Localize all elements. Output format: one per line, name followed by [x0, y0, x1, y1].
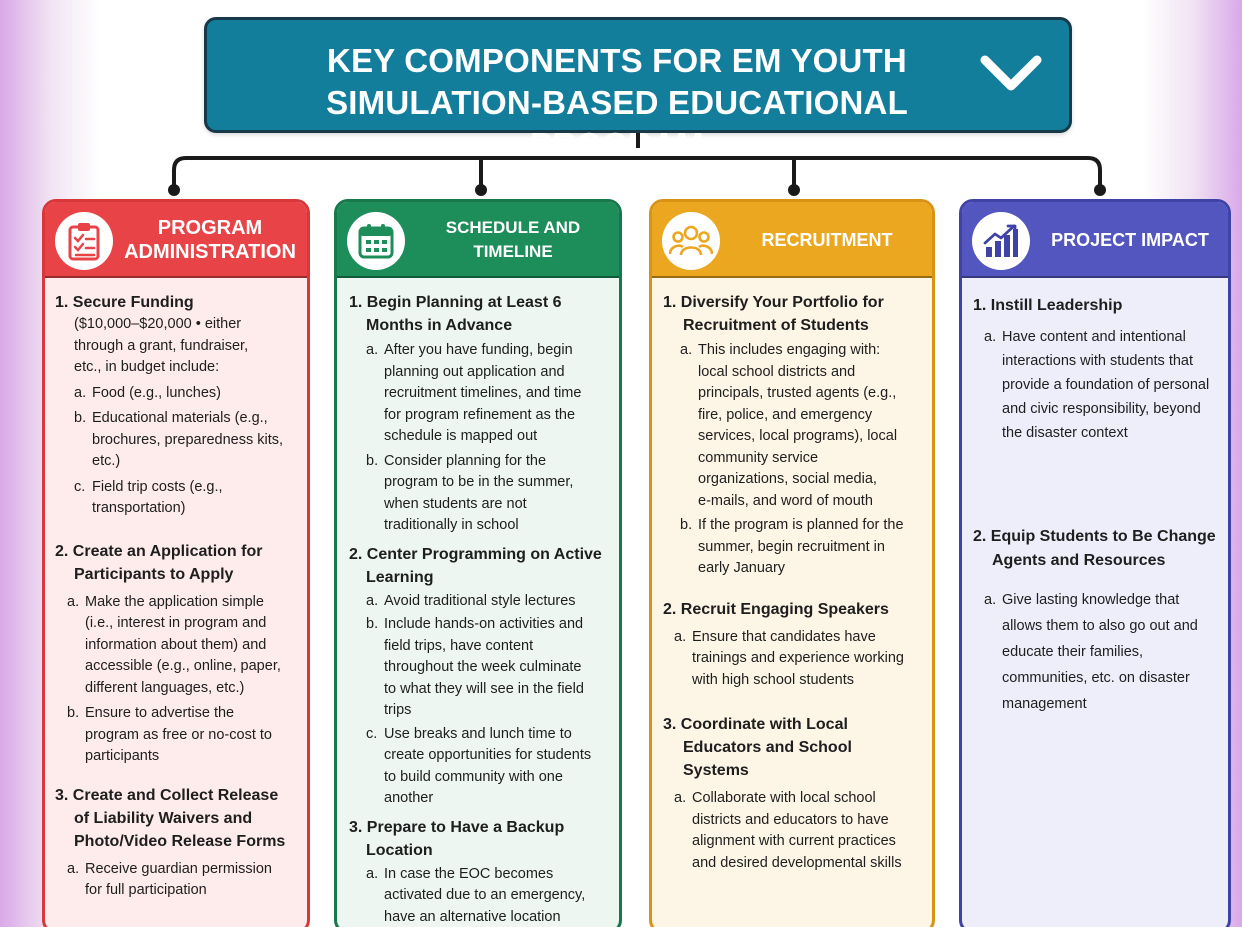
card-header: PROJECT IMPACT — [962, 202, 1228, 278]
sub-item: a. Make the application simple(i.e., int… — [67, 593, 281, 696]
page-title: KEY COMPONENTS FOR EM YOUTH SIMULATION-B… — [237, 40, 997, 166]
sub-item: b. Educational materials (e.g.,brochures… — [74, 410, 284, 469]
card-header: PROGRAM ADMINISTRATION — [45, 202, 307, 278]
sub-item: a. This includes engaging with:local sch… — [680, 342, 898, 509]
card-title: SCHEDULE AND TIMELINE — [445, 218, 581, 261]
item-heading: 3. Prepare to Have a Backup Location — [349, 818, 565, 859]
item-heading: 1. Begin Planning at Least 6 Months in A… — [349, 294, 562, 334]
card-header: RECRUITMENT — [652, 202, 932, 278]
chevron-down-icon[interactable] — [979, 54, 1043, 94]
card-title: PROJECT IMPACT — [1051, 230, 1209, 250]
item-heading: 3. Create and Collect Release of Liabili… — [55, 786, 286, 850]
growth-chart-icon — [972, 212, 1030, 270]
item-heading: 2. Equip Students to Be Change Agents an… — [973, 528, 1216, 569]
item-detail: ($10,000–$20,000 • either through a gran… — [74, 316, 249, 375]
recruitment-card: RECRUITMENT 1. Diversify Your Portfolio … — [649, 199, 935, 927]
card-title: PROGRAM ADMINISTRATION — [119, 202, 301, 278]
title-line-2: SIMULATION-BASED EDUCATIONAL PROGRAM — [326, 84, 908, 163]
program-administration-card: PROGRAM ADMINISTRATION 1. Secure Funding… — [42, 199, 310, 927]
sub-item: a. Avoid traditional style lectures — [366, 592, 576, 609]
schedule-and-timeline-card: SCHEDULE AND TIMELINE 1. Begin Planning … — [334, 199, 622, 927]
card-title-line-1: PROGRAM — [157, 217, 263, 239]
clipboard-checklist-icon — [55, 212, 113, 270]
card-title-line-2: ADMINISTRATION — [124, 241, 296, 263]
title-banner: KEY COMPONENTS FOR EM YOUTH SIMULATION-B… — [204, 17, 1072, 163]
sub-item: c. Field trip costs (e.g.,transportation… — [74, 478, 223, 517]
item-heading: 3. Coordinate with Local Educators and S… — [663, 716, 852, 779]
project-impact-card: PROJECT IMPACT 1. Instill Leadership a. … — [959, 199, 1231, 927]
item-heading: 1. Secure Funding — [55, 294, 194, 311]
item-heading: 2. Center Programming on Active Learning — [349, 545, 602, 586]
title-line-1: KEY COMPONENTS FOR EM YOUTH — [327, 42, 907, 79]
item-heading: 2. Recruit Engaging Speakers — [663, 600, 889, 618]
people-group-icon — [662, 212, 720, 270]
calendar-icon — [347, 212, 405, 270]
item-heading: 1. Instill Leadership — [973, 297, 1123, 314]
card-header: SCHEDULE AND TIMELINE — [337, 202, 619, 278]
item-heading: 2. Create an Application for Participant… — [55, 542, 263, 583]
item-heading: 1. Diversify Your Portfolio for Recruitm… — [663, 294, 884, 334]
sub-item: a. Food (e.g., lunches) — [74, 384, 221, 401]
card-title: RECRUITMENT — [761, 230, 893, 250]
